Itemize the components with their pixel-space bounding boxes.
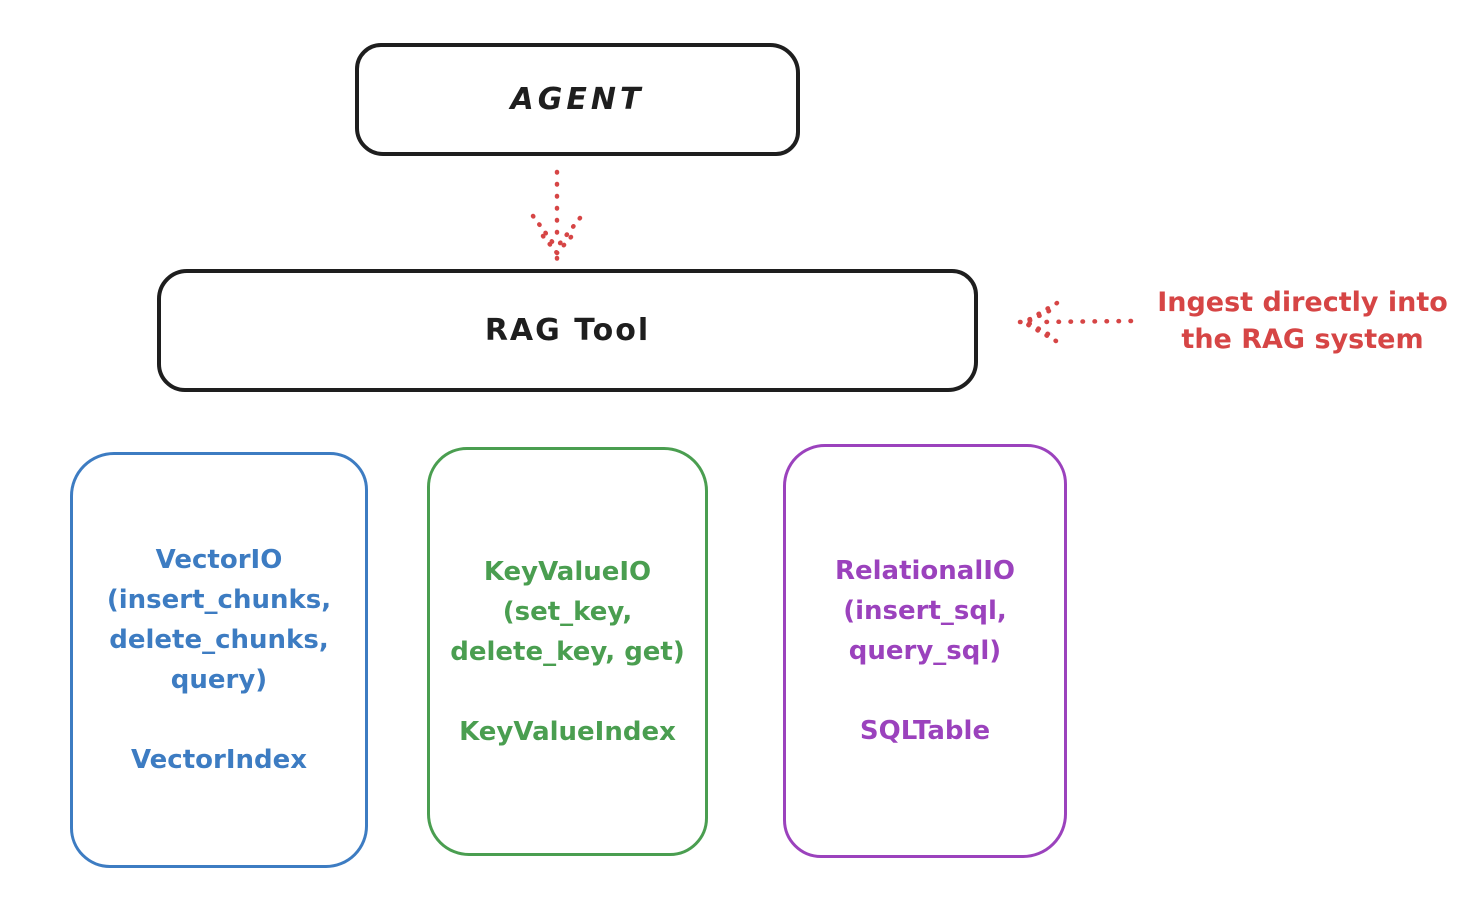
ingest-annotation: Ingest directly into the RAG system (1157, 287, 1448, 355)
key-value-io-card: KeyValueIO (set_key, delete_key, get) Ke… (427, 447, 708, 856)
rag-tool-node: RAG Tool (157, 269, 978, 392)
key-value-io-title: KeyValueIO (483, 556, 652, 587)
key-value-io-index: KeyValueIndex (459, 716, 676, 747)
agent-node: AGENT (355, 43, 800, 156)
relational-io-methods: (insert_sql, query_sql) (843, 596, 1007, 666)
agent-label: AGENT (510, 82, 645, 117)
key-value-io-methods: (set_key, delete_key, get) (450, 596, 685, 667)
rag-tool-label: RAG Tool (484, 313, 651, 348)
vector-io-methods: (insert_chunks, delete_chunks, query) (106, 585, 332, 695)
agent-to-ragtool-arrow (530, 169, 583, 261)
vector-io-title: VectorIO (155, 545, 283, 575)
vector-io-index: VectorIndex (130, 745, 308, 775)
ingest-arrow (1017, 300, 1134, 344)
vector-io-card: VectorIO (insert_chunks, delete_chunks, … (70, 452, 368, 868)
relational-io-title: RelationalIO (834, 556, 1016, 586)
relational-io-index: SQLTable (859, 716, 991, 746)
relational-io-card: RelationalIO (insert_sql, query_sql) SQL… (783, 444, 1067, 858)
